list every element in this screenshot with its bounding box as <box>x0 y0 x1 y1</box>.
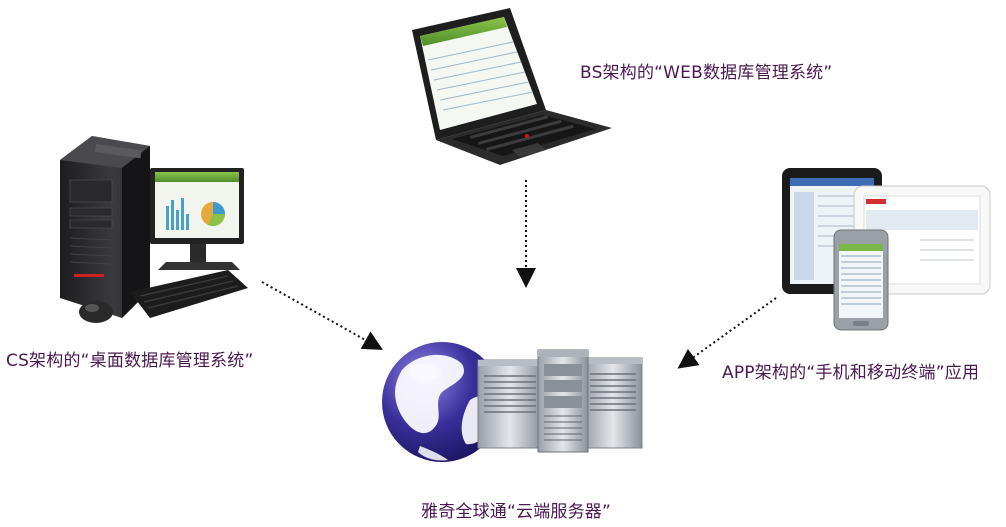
app-architecture-label: APP架构的“手机和移动终端”应用 <box>722 363 980 383</box>
bs-architecture-label: BS架构的“WEB数据库管理系统” <box>580 63 833 83</box>
laptop-icon <box>412 8 612 165</box>
server-rack-icon <box>477 349 643 453</box>
tablet-and-phone-icon <box>782 168 991 331</box>
cs-architecture-label: CS架构的“桌面数据库管理系统” <box>6 351 254 371</box>
globe-icon <box>382 342 502 462</box>
arrow-app-to-cloud <box>677 297 777 369</box>
cloud-server-label: 雅奇全球通“云端服务器” <box>421 502 612 522</box>
arrow-cs-to-cloud <box>261 281 383 350</box>
desktop-computer-icon <box>60 136 248 323</box>
